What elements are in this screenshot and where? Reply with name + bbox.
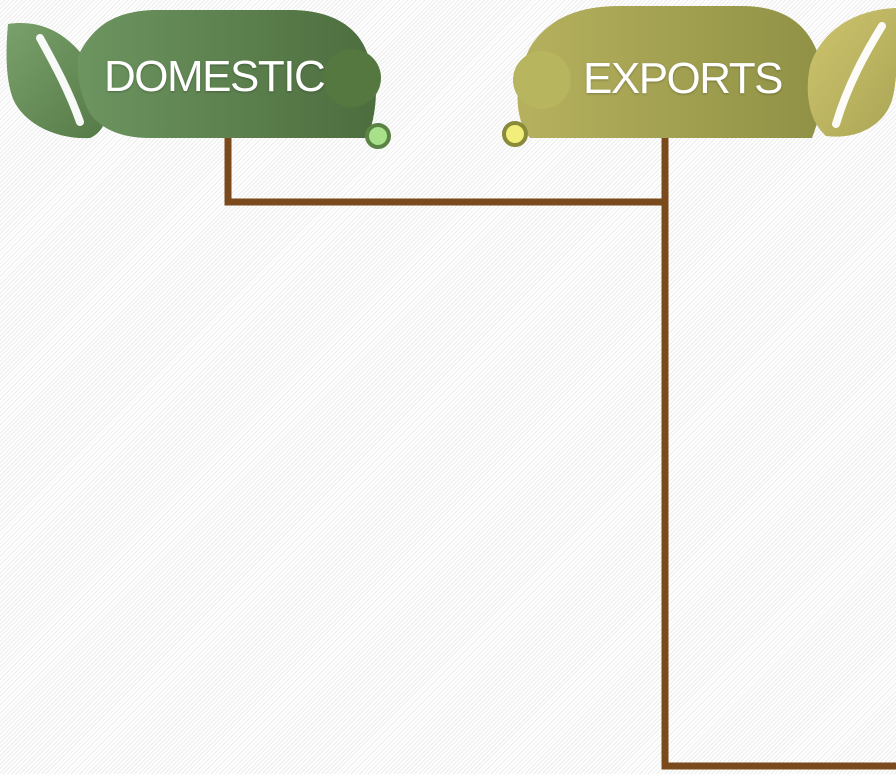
- domestic-node: [6, 10, 391, 149]
- exports-label: EXPORTS: [583, 54, 783, 103]
- exports-connector: [661, 135, 896, 770]
- domestic-leaf-vein: [36, 34, 84, 126]
- exports-dot: [502, 121, 528, 147]
- exports-knob: [513, 51, 571, 109]
- domestic-connector: [224, 135, 665, 206]
- domestic-label: DOMESTIC: [104, 52, 326, 101]
- exports-leaf-body: [517, 6, 823, 138]
- domestic-dot: [365, 123, 391, 149]
- domestic-knob: [323, 49, 381, 107]
- domestic-leaf-tip: [6, 23, 106, 139]
- exports-leaf-vein: [832, 22, 886, 128]
- exports-node: [502, 6, 896, 147]
- domestic-leaf-body: [77, 10, 376, 138]
- connector-lines: [224, 135, 896, 770]
